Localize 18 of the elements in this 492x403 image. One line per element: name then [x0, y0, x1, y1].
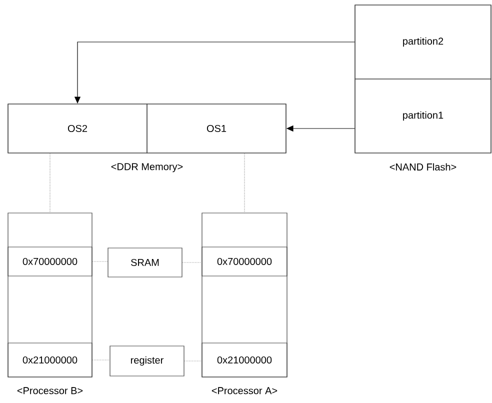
connector-line	[184, 360, 202, 362]
partition-box: partition1	[354, 78, 492, 154]
connector-line	[92, 261, 108, 262]
connector-line	[182, 262, 202, 263]
memory-region-box: OS2	[8, 104, 148, 154]
address-box: 0x70000000	[202, 246, 288, 276]
address-box: 0x21000000	[202, 342, 288, 378]
memory-region-box: OS1	[146, 104, 286, 154]
register-box: register	[110, 346, 184, 376]
node-label: <Processor A>	[212, 387, 278, 394]
sram-box: SRAM	[108, 248, 182, 278]
node-label: <DDR Memory>	[111, 163, 183, 172]
node-label: <NAND Flash>	[390, 163, 456, 171]
partition-box: partition2	[354, 4, 492, 80]
node-label: <Processor B>	[17, 387, 83, 394]
address-box: 0x21000000	[8, 342, 92, 378]
connector-line	[244, 153, 245, 213]
address-box: 0x70000000	[8, 246, 92, 276]
